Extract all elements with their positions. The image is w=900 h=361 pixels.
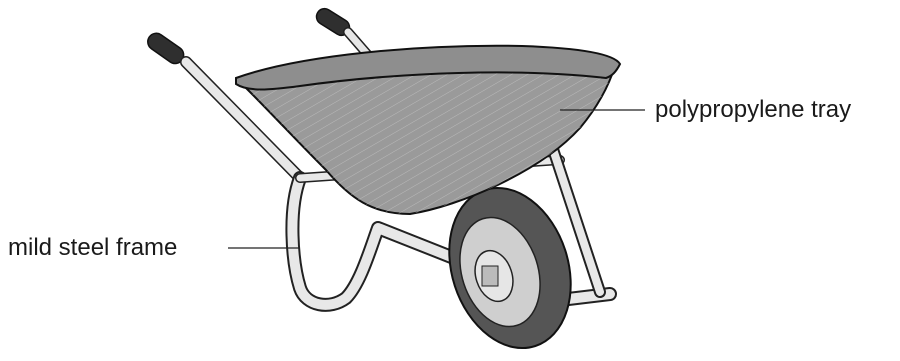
tray-label: polypropylene tray: [655, 98, 851, 122]
frame-label: mild steel frame: [8, 236, 177, 260]
